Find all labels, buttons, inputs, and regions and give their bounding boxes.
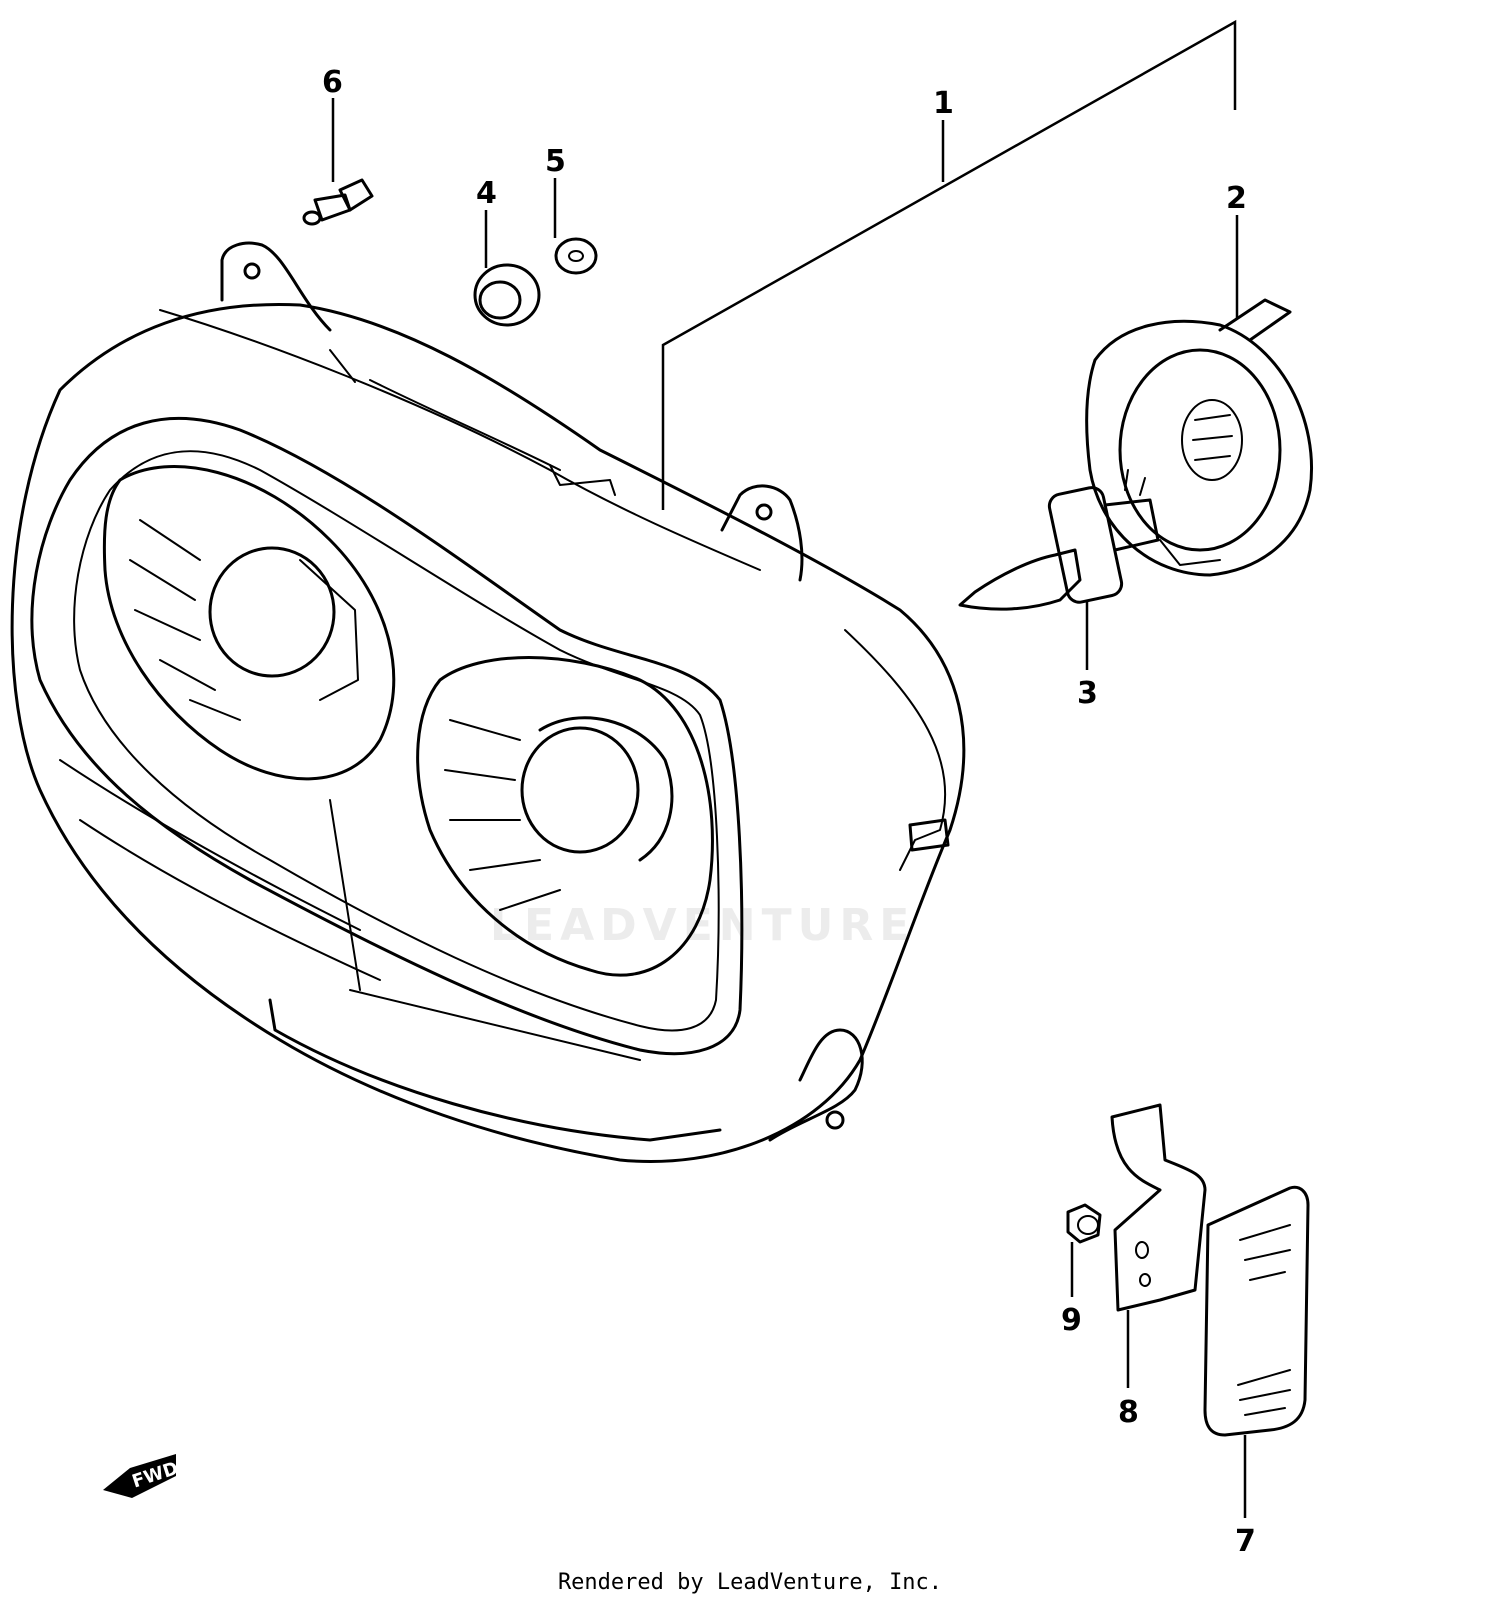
nut bbox=[1066, 1203, 1102, 1244]
footer-credit: Rendered by LeadVenture, Inc. bbox=[557, 1570, 943, 1595]
headlamp-assembly bbox=[10, 241, 966, 1163]
callout-4: 4 bbox=[476, 176, 497, 211]
leader-lines bbox=[331, 19, 1247, 1518]
callout-1: 1 bbox=[933, 86, 954, 121]
fwd-arrow: FWD bbox=[103, 1454, 181, 1498]
left-reflector bbox=[102, 465, 396, 781]
halogen-bulb bbox=[958, 469, 1160, 611]
callout-8: 8 bbox=[1118, 1395, 1139, 1430]
callout-9: 9 bbox=[1061, 1303, 1082, 1338]
callout-6: 6 bbox=[322, 65, 343, 100]
callout-labels: 1 2 3 4 5 6 7 8 9 bbox=[322, 65, 1256, 1559]
washer bbox=[554, 237, 598, 275]
socket-cover bbox=[1085, 298, 1313, 577]
callout-5: 5 bbox=[545, 144, 566, 179]
callout-3: 3 bbox=[1077, 676, 1098, 711]
reflector bbox=[1203, 1185, 1310, 1437]
callout-2: 2 bbox=[1226, 181, 1247, 216]
right-reflector bbox=[416, 656, 714, 977]
watermark-text: LEADVENTURE bbox=[490, 900, 915, 951]
callout-7: 7 bbox=[1235, 1524, 1256, 1559]
bolt bbox=[302, 178, 374, 226]
grommet bbox=[473, 263, 541, 327]
bracket bbox=[1110, 1103, 1207, 1312]
